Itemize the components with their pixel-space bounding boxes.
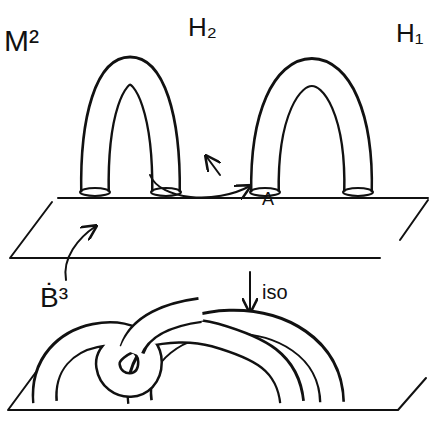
handle-tube: [95, 71, 166, 194]
plane-outline: [8, 372, 426, 410]
figure-label: H₁: [396, 20, 424, 46]
handle-tube: [130, 310, 202, 352]
slide-arrow: [150, 175, 250, 198]
figure-label: Ḃ³: [40, 284, 68, 312]
figure-label: A: [262, 190, 274, 208]
figure-label: iso: [262, 282, 288, 302]
figure-label: H₂: [188, 14, 217, 40]
figure-label: M²: [4, 26, 39, 56]
leader-line: [65, 226, 96, 280]
iso-arrow: [249, 272, 251, 312]
tube-foot: [80, 188, 110, 196]
handle-tube: [265, 73, 358, 195]
tube-foot: [343, 188, 373, 196]
slide-arrow: [206, 156, 220, 175]
handle-tube: [45, 331, 292, 404]
